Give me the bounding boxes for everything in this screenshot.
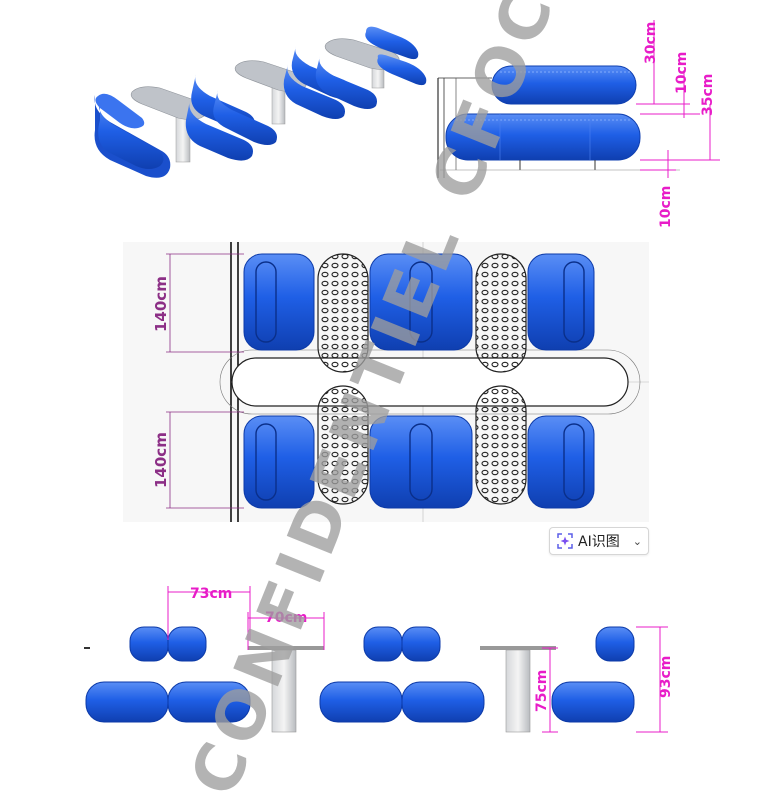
dimension-seat-back-height: 30cm — [643, 22, 659, 64]
iso-seat — [283, 46, 377, 119]
dimension-table-height: 75cm — [534, 670, 550, 712]
sparkle-scan-icon — [556, 532, 574, 550]
plan-seat — [527, 415, 595, 509]
dimension-table-width: 70cm — [265, 610, 307, 626]
dimension-total-height: 93cm — [658, 656, 674, 698]
elevation-dimension-lines — [636, 20, 720, 178]
ai-image-recognition-button[interactable]: AI识图 ⌄ — [549, 527, 649, 555]
dimension-gap: 10cm — [674, 52, 690, 94]
iso-seat — [365, 26, 427, 86]
plan-perforated-table — [317, 253, 527, 505]
dimension-seat-depth-top: 140cm — [152, 276, 170, 332]
plan-long-table — [219, 349, 641, 415]
plan-seat — [369, 253, 473, 351]
front-elevation — [84, 586, 668, 733]
front-table — [248, 646, 324, 733]
front-table — [480, 646, 556, 733]
dimension-seat-height: 35cm — [700, 74, 716, 116]
iso-seat — [185, 74, 277, 161]
elevation-seat — [445, 113, 641, 161]
isometric-view — [94, 26, 427, 178]
iso-seat — [94, 93, 171, 178]
plan-dimension-lines — [166, 253, 244, 509]
front-dimension-lines — [167, 586, 668, 733]
dimension-seat-width: 73cm — [190, 586, 232, 602]
plan-seat — [243, 415, 315, 509]
ai-button-label: AI识图 — [578, 534, 620, 550]
plan-view — [123, 242, 649, 522]
front-seat-group — [85, 626, 251, 723]
front-seat-group — [319, 626, 485, 723]
front-seat-group — [551, 626, 635, 723]
elevation-backrest — [491, 65, 637, 105]
chevron-down-icon[interactable]: ⌄ — [632, 534, 642, 548]
dimension-leg-height: 10cm — [658, 186, 674, 228]
dimension-seat-depth-bottom: 140cm — [152, 432, 170, 488]
plan-seat — [243, 253, 315, 351]
plan-seat — [369, 415, 473, 509]
plan-seat — [527, 253, 595, 351]
elevation-view — [437, 20, 720, 178]
